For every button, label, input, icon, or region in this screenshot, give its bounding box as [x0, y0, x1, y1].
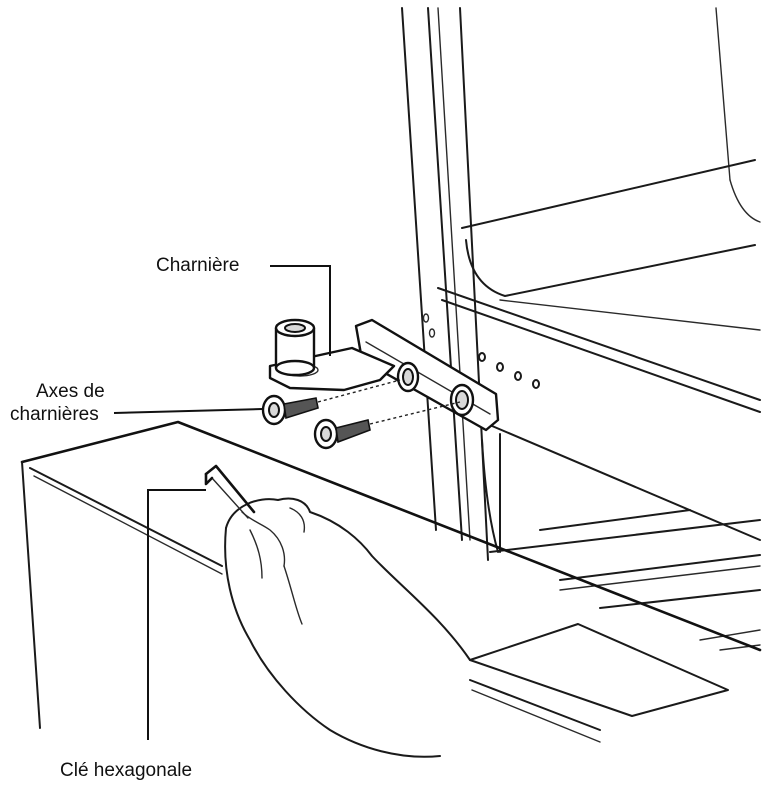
hinge-pins [261, 379, 461, 450]
refrigerator-door [20, 420, 762, 743]
hinge-pin-upper [261, 379, 401, 426]
callout-hex-key: Clé hexagonale [60, 489, 206, 781]
label-hinge: Charnière [156, 255, 239, 276]
refrigerator-cabinet [401, 7, 761, 651]
callout-hinge-pins: Axes de charnières [10, 381, 263, 425]
hex-key-tool [204, 464, 256, 519]
mounting-holes [478, 352, 540, 389]
label-hinge-pins-line1: Axes de [36, 381, 105, 402]
hinge-pin-lower [313, 401, 461, 450]
hand-illustration [224, 497, 471, 758]
label-hex-key: Clé hexagonale [60, 760, 192, 781]
callout-hinge: Charnière [156, 255, 331, 356]
label-hinge-pins-line2: charnières [10, 404, 99, 425]
hinge-part [268, 318, 500, 432]
